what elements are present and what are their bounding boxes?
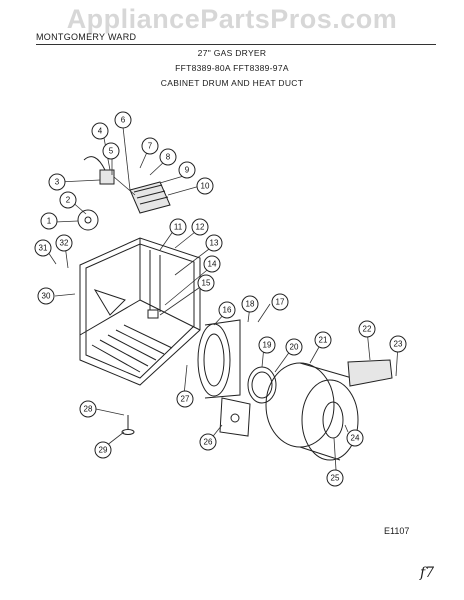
callout-32: 32 <box>55 234 73 252</box>
svg-text:11: 11 <box>174 223 183 232</box>
diagram-code: E1107 <box>384 526 410 536</box>
svg-text:13: 13 <box>210 239 219 248</box>
svg-text:25: 25 <box>331 474 340 483</box>
callout-22: 22 <box>358 320 376 338</box>
model-numbers: FFT8389-80A FFT8389-97A <box>175 63 289 73</box>
svg-text:8: 8 <box>166 153 171 162</box>
callout-2: 2 <box>59 191 77 209</box>
drum-drawing <box>265 362 359 461</box>
svg-text:7: 7 <box>148 142 153 151</box>
handwritten-note: f7 <box>420 565 435 581</box>
callout-1: 1 <box>40 212 58 230</box>
svg-text:20: 20 <box>290 343 299 352</box>
callout-10: 10 <box>196 177 214 195</box>
svg-text:10: 10 <box>201 182 210 191</box>
callout-16: 16 <box>218 301 236 319</box>
callout-14: 14 <box>203 255 221 273</box>
cabinet-drawing <box>79 237 201 386</box>
svg-text:9: 9 <box>185 166 190 175</box>
callout-4: 4 <box>91 122 109 140</box>
svg-text:2: 2 <box>66 196 71 205</box>
svg-text:19: 19 <box>263 341 272 350</box>
svg-text:29: 29 <box>99 446 108 455</box>
svg-text:3: 3 <box>55 178 60 187</box>
svg-text:26: 26 <box>204 438 213 447</box>
svg-text:6: 6 <box>121 116 126 125</box>
callout-3: 3 <box>48 173 66 191</box>
leader-lines <box>45 126 399 471</box>
callout-12: 12 <box>191 218 209 236</box>
callout-15: 15 <box>197 274 215 292</box>
svg-text:27: 27 <box>181 395 190 404</box>
svg-text:21: 21 <box>319 336 328 345</box>
seal-plate-drawing <box>219 397 251 437</box>
callout-23: 23 <box>389 335 407 353</box>
callout-20: 20 <box>285 338 303 356</box>
terminal-block-drawing <box>83 156 136 196</box>
svg-text:1: 1 <box>47 217 52 226</box>
callout-11: 11 <box>169 218 187 236</box>
svg-text:22: 22 <box>363 325 372 334</box>
callout-8: 8 <box>159 148 177 166</box>
svg-text:5: 5 <box>109 147 114 156</box>
gasket-ring-drawing <box>247 366 277 404</box>
section-title: CABINET DRUM AND HEAT DUCT <box>160 78 304 88</box>
vent-grille-drawing <box>129 181 171 214</box>
svg-text:12: 12 <box>196 223 205 232</box>
callout-5: 5 <box>102 142 120 160</box>
callout-13: 13 <box>205 234 223 252</box>
svg-text:24: 24 <box>351 434 360 443</box>
svg-text:23: 23 <box>394 340 403 349</box>
leveling-foot-drawing <box>121 415 135 435</box>
callout-28: 28 <box>79 400 97 418</box>
callout-27: 27 <box>176 390 194 408</box>
callout-29: 29 <box>94 441 112 459</box>
svg-text:17: 17 <box>276 298 285 307</box>
svg-text:15: 15 <box>202 279 211 288</box>
svg-text:30: 30 <box>42 292 51 301</box>
svg-text:14: 14 <box>208 260 217 269</box>
callout-19: 19 <box>258 336 276 354</box>
svg-text:31: 31 <box>39 244 48 253</box>
brand-label: MONTGOMERY WARD <box>36 32 137 42</box>
callout-18: 18 <box>241 295 259 313</box>
callout-7: 7 <box>141 137 159 155</box>
callout-30: 30 <box>37 287 55 305</box>
callout-31: 31 <box>34 239 52 257</box>
front-bulkhead-drawing <box>197 319 241 399</box>
svg-text:18: 18 <box>246 300 255 309</box>
svg-text:28: 28 <box>84 405 93 414</box>
callout-9: 9 <box>178 161 196 179</box>
callout-21: 21 <box>314 331 332 349</box>
callout-17: 17 <box>271 293 289 311</box>
callout-6: 6 <box>114 111 132 129</box>
callout-25: 25 <box>326 469 344 487</box>
svg-text:32: 32 <box>60 239 69 248</box>
knob-drawing <box>77 209 99 231</box>
svg-text:16: 16 <box>223 306 232 315</box>
callout-24: 24 <box>346 429 364 447</box>
heat-duct-drawing <box>347 359 393 387</box>
callout-26: 26 <box>199 433 217 451</box>
model-type: 27" GAS DRYER <box>197 48 267 58</box>
header-divider <box>36 44 436 45</box>
svg-text:4: 4 <box>98 127 103 136</box>
